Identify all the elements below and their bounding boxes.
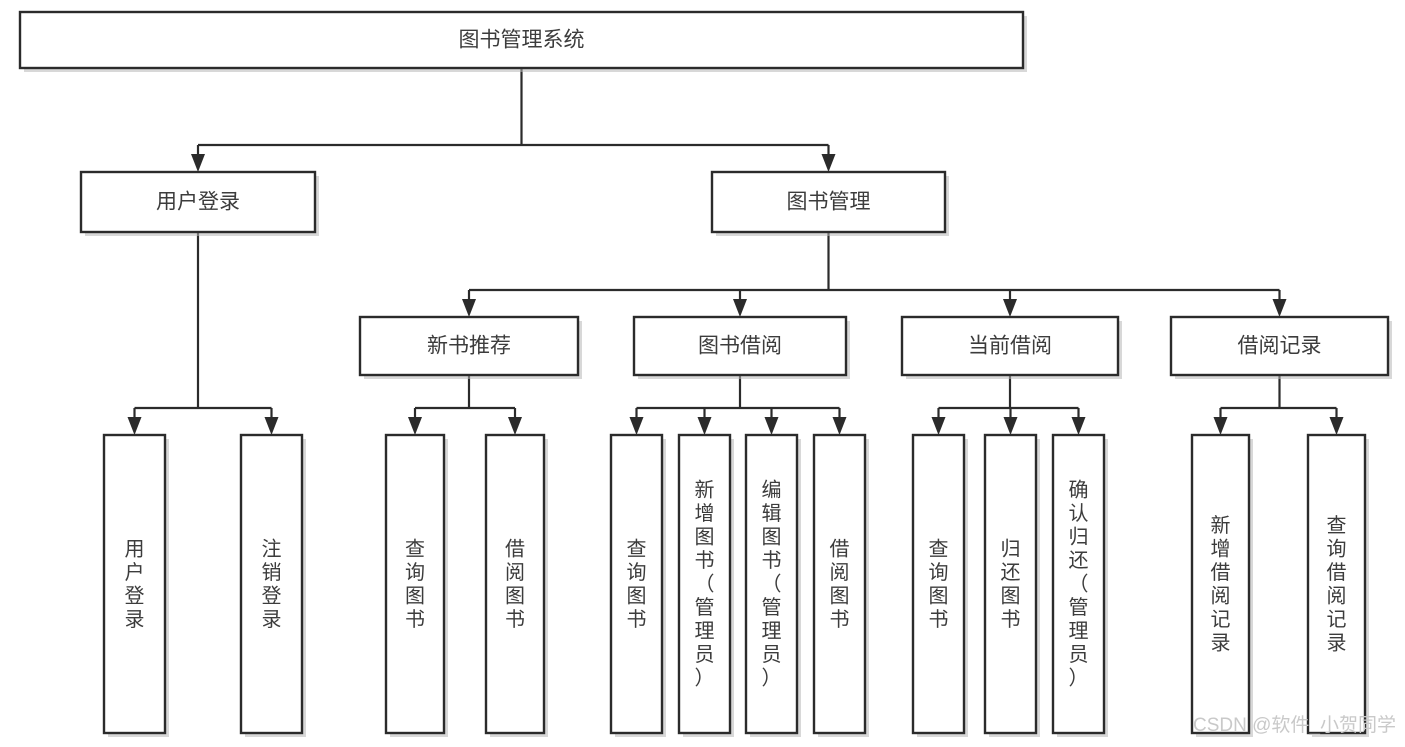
node-box[interactable] <box>632 315 848 377</box>
node-label: 确认归还（管理员） <box>1069 479 1089 690</box>
arrow-head-icon <box>1071 417 1086 435</box>
node-label: 新增借阅记录 <box>1211 514 1231 655</box>
node-leaf-user-logout[interactable]: 注销登录 <box>239 433 306 737</box>
node-label: 图书管理系统 <box>459 29 585 52</box>
arrow-head-icon <box>508 417 522 435</box>
arrow-head-icon <box>697 417 712 435</box>
node-label: 用户登录 <box>125 538 145 631</box>
arrow-head-icon <box>1272 299 1287 317</box>
node-box[interactable] <box>484 433 546 735</box>
node-box[interactable] <box>983 433 1038 735</box>
node-label: 借阅图书 <box>830 537 850 631</box>
node-leaf-borrow-book[interactable]: 借阅图书 <box>812 433 869 737</box>
node-box[interactable] <box>79 170 317 234</box>
node-leaf-query-book-borrow[interactable]: 查询图书 <box>609 433 666 737</box>
arrow-head-icon <box>264 417 279 435</box>
node-leaf-edit-book[interactable]: 编辑图书（管理员） <box>744 433 801 737</box>
node-label: 用户登录 <box>156 191 240 214</box>
node-box[interactable] <box>609 433 664 735</box>
node-box[interactable] <box>677 433 732 735</box>
node-label: 编辑图书（管理员） <box>762 479 782 690</box>
node-label: 归还图书 <box>1001 537 1021 631</box>
node-leaf-user-login[interactable]: 用户登录 <box>102 433 169 737</box>
arrow-head-icon <box>629 417 644 435</box>
arrow-head-icon <box>127 417 142 435</box>
node-box[interactable] <box>744 433 799 735</box>
node-new-book-recommend[interactable]: 新书推荐 <box>358 315 582 379</box>
node-leaf-query-book-current[interactable]: 查询图书 <box>911 433 968 737</box>
node-label: 当前借阅 <box>968 335 1052 358</box>
arrow-head-icon <box>462 299 476 317</box>
arrow-head-icon <box>1329 417 1344 435</box>
arrow-head-icon <box>931 417 946 435</box>
node-label: 查询图书 <box>929 537 949 631</box>
arrow-head-icon <box>1213 417 1228 435</box>
node-label: 图书借阅 <box>698 335 782 358</box>
node-leaf-confirm-return[interactable]: 确认归还（管理员） <box>1051 433 1108 737</box>
node-leaf-query-borrow-record[interactable]: 查询借阅记录 <box>1306 433 1369 737</box>
node-box[interactable] <box>911 433 966 735</box>
node-book-manage[interactable]: 图书管理 <box>710 170 949 236</box>
node-label: 借阅记录 <box>1238 335 1322 358</box>
node-layer: 图书管理系统用户登录图书管理新书推荐图书借阅当前借阅借阅记录用户登录注销登录查询… <box>18 10 1392 737</box>
node-box[interactable] <box>18 10 1025 70</box>
arrow-head-icon <box>408 417 422 435</box>
node-box[interactable] <box>358 315 580 377</box>
arrow-head-icon <box>191 154 205 172</box>
arrow-head-icon <box>1003 417 1018 435</box>
node-box[interactable] <box>1190 433 1251 735</box>
node-box[interactable] <box>384 433 446 735</box>
csdn-watermark: CSDN @软件_小贺同学 <box>1193 714 1396 736</box>
node-leaf-add-borrow-record[interactable]: 新增借阅记录 <box>1190 433 1253 737</box>
node-label: 新增图书（管理员） <box>695 479 715 690</box>
node-box[interactable] <box>710 170 947 234</box>
arrow-head-icon <box>821 154 836 172</box>
node-box[interactable] <box>812 433 867 735</box>
node-borrow-record[interactable]: 借阅记录 <box>1169 315 1392 379</box>
node-label: 查询图书 <box>405 537 425 631</box>
node-label: 注销登录 <box>262 537 282 631</box>
node-label: 查询图书 <box>627 537 647 631</box>
node-root[interactable]: 图书管理系统 <box>18 10 1027 72</box>
arrow-head-icon <box>832 417 847 435</box>
node-label: 借阅图书 <box>505 537 525 631</box>
arrow-head-icon <box>1003 299 1017 317</box>
node-box[interactable] <box>102 433 167 735</box>
node-box[interactable] <box>239 433 304 735</box>
node-leaf-return-book[interactable]: 归还图书 <box>983 433 1040 737</box>
node-box[interactable] <box>900 315 1120 377</box>
node-leaf-query-book-recommend[interactable]: 查询图书 <box>384 433 448 737</box>
node-box[interactable] <box>1051 433 1106 735</box>
node-leaf-borrow-book-recommend[interactable]: 借阅图书 <box>484 433 548 737</box>
node-label: 图书管理 <box>787 191 871 214</box>
node-current-borrow[interactable]: 当前借阅 <box>900 315 1122 379</box>
connector-layer <box>127 68 1344 435</box>
arrow-head-icon <box>733 299 747 317</box>
node-leaf-add-book[interactable]: 新增图书（管理员） <box>677 433 734 737</box>
node-label: 新书推荐 <box>427 335 511 358</box>
node-book-borrow[interactable]: 图书借阅 <box>632 315 850 379</box>
node-box[interactable] <box>1306 433 1367 735</box>
node-user-login[interactable]: 用户登录 <box>79 170 319 236</box>
arrow-head-icon <box>764 417 779 435</box>
node-label: 查询借阅记录 <box>1327 514 1347 655</box>
node-box[interactable] <box>1169 315 1390 377</box>
